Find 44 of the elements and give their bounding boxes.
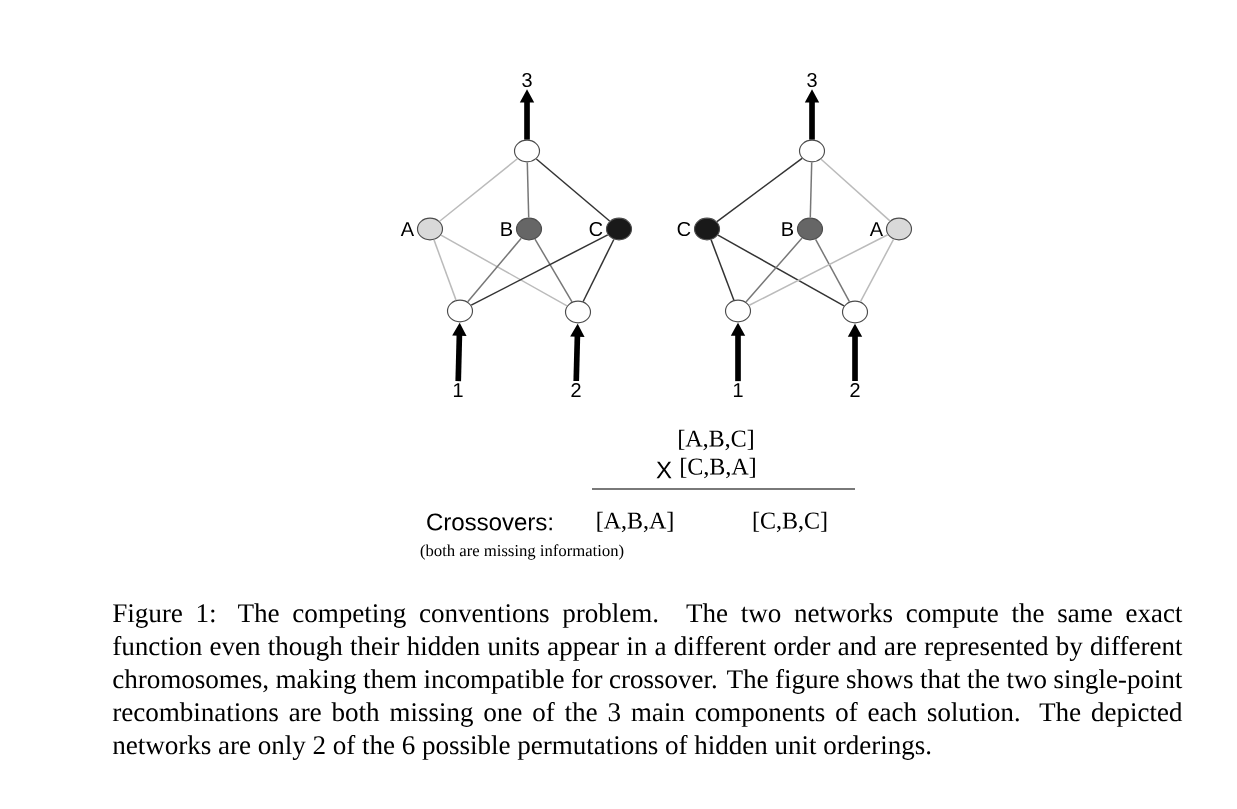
formula-text: [C,B,C] — [753, 511, 827, 533]
neuron-circle — [446, 299, 474, 323]
connection-line — [535, 158, 611, 222]
neuron-circle — [513, 139, 541, 163]
connection-line — [748, 234, 889, 306]
connection-line — [859, 238, 895, 303]
connection-line — [467, 237, 522, 303]
unit-label: C — [677, 221, 691, 237]
node-label: 3 — [807, 72, 817, 88]
unit-label: A — [869, 222, 884, 236]
formula-text: (both are missing information) — [420, 544, 624, 560]
connection-line — [470, 234, 609, 306]
neuron-circle — [841, 300, 869, 324]
connection-line — [438, 158, 519, 222]
connection-line — [745, 237, 803, 303]
node-label: 3 — [522, 72, 532, 88]
node-label: 1 — [733, 383, 743, 397]
formula-text: [A,B,C] — [679, 429, 753, 451]
unit-label: B — [501, 222, 513, 236]
connection-line — [433, 239, 457, 301]
unit-label: A — [400, 222, 415, 236]
connection-line — [710, 239, 735, 301]
formula-text: X — [656, 461, 672, 479]
connection-line — [809, 161, 813, 219]
unit-label: C — [589, 221, 603, 237]
neuron-circle — [724, 299, 752, 323]
formula-text: [C,B,A] — [681, 457, 755, 479]
connection-line — [440, 234, 568, 307]
connection-line — [717, 234, 845, 307]
formula-text: [A,B,A] — [597, 511, 673, 533]
formula-text: Crossovers: — [427, 513, 552, 531]
caption: Figure 1: The competing conventions problem. The two networks compute the same exact function even though their hidden units appear in a different order and are represented by different chromosomes, making them incompatible for crossover. The figure shows that the two single-point recombinations are both missing one of the 3 main components of each solution. The depicted networks are only 2 of the 6 possible permutations of hidden unit orderings. — [112, 603, 1183, 760]
connection-line — [814, 238, 851, 303]
connection-line — [526, 161, 530, 219]
node-label: 1 — [453, 383, 463, 397]
connection-line — [716, 157, 803, 223]
neuron-circle — [798, 139, 826, 163]
neuron-circle — [564, 300, 592, 324]
connection-line — [534, 238, 573, 303]
connection-line — [582, 238, 615, 303]
unit-label: B — [782, 222, 794, 236]
connection-line — [820, 158, 891, 222]
node-label: 2 — [571, 383, 581, 397]
node-label: 2 — [850, 383, 860, 397]
